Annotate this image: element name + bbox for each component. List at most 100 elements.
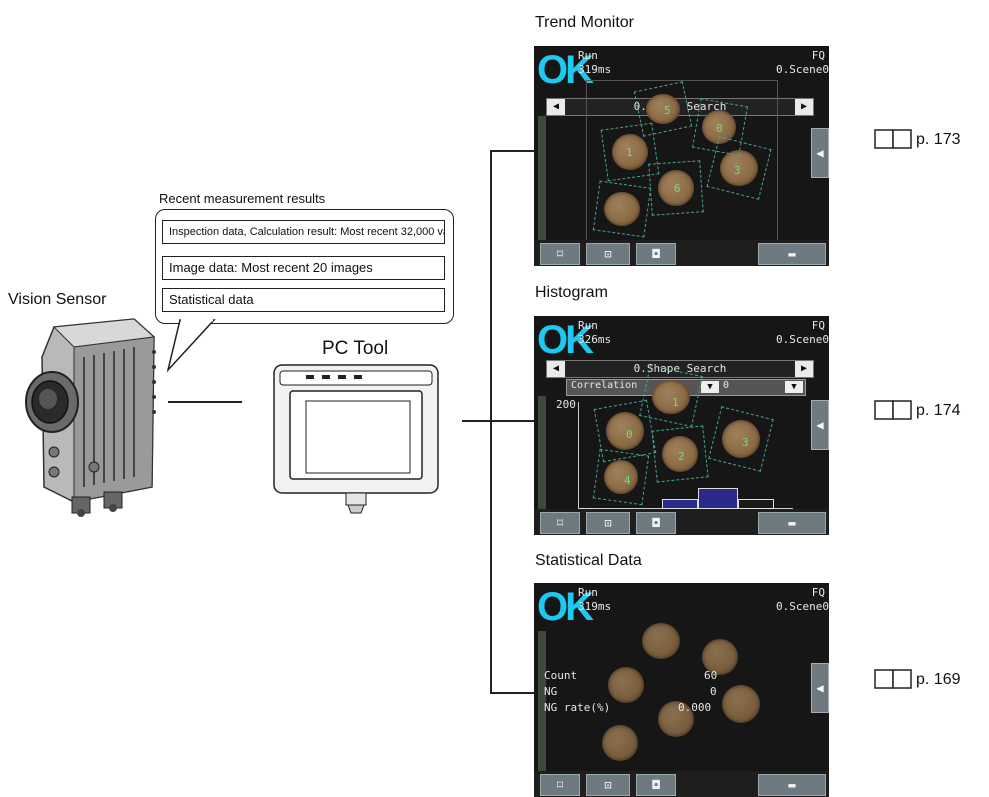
zoom-button[interactable]: ⊡ — [586, 243, 630, 265]
cookie-image — [612, 134, 648, 170]
ng-label: NG — [544, 685, 558, 698]
cookie-image — [702, 639, 738, 675]
search-box — [592, 180, 652, 238]
camera-icon[interactable]: ◘ — [636, 774, 676, 796]
ok-status: OK — [537, 48, 594, 92]
model-label: FQ — [811, 49, 825, 62]
match-index: 0 — [716, 122, 723, 135]
trend-monitor-label: Trend Monitor — [535, 14, 634, 31]
prev-item-button[interactable]: ◀ — [547, 361, 565, 377]
match-index: 5 — [664, 104, 671, 117]
bracket-arm-stats — [490, 692, 534, 694]
recent-results-title: Recent measurement results — [159, 191, 326, 206]
tools-button[interactable]: ▬ — [758, 512, 826, 534]
cookie-image — [608, 667, 644, 703]
pc-tool-icon — [273, 364, 439, 514]
process-time: 319ms — [578, 63, 612, 76]
tools-button[interactable]: ▬ — [758, 774, 826, 796]
scene-label: 0.Scene0 — [776, 600, 829, 613]
vision-sensor-icon — [25, 318, 156, 517]
screen-toolbar: ⌑ ⊡ ◘ ▬ — [534, 509, 829, 535]
dropdown-arrow-icon[interactable]: ▼ — [701, 381, 719, 393]
manual-book-icon — [874, 129, 916, 149]
ng-rate-value: 0.000 — [678, 701, 712, 714]
zoom-button[interactable]: ⊡ — [586, 512, 630, 534]
vertical-scrollbar[interactable] — [538, 631, 546, 781]
model-label: FQ — [811, 319, 825, 332]
histogram-bar — [698, 488, 738, 509]
match-index: 1 — [626, 146, 633, 159]
zoom-button[interactable]: ⊡ — [586, 774, 630, 796]
scene-label: 0.Scene0 — [776, 333, 829, 346]
manual-book-icon — [874, 400, 916, 420]
histogram-bar — [738, 499, 774, 509]
recent-result-row: Inspection data, Calculation result: Mos… — [162, 220, 445, 244]
prev-item-button[interactable]: ◀ — [547, 99, 565, 115]
cookie-image — [722, 685, 760, 723]
side-menu-button[interactable]: ◀ — [811, 663, 829, 713]
cookie-image — [652, 380, 690, 414]
match-index: 6 — [674, 182, 681, 195]
run-mode: Run — [578, 49, 598, 62]
match-index: 3 — [734, 164, 741, 177]
run-mode: Run — [578, 319, 598, 332]
count-value: 60 — [704, 669, 718, 682]
ng-value: 0 — [710, 685, 717, 698]
trend-monitor-screen: OK Run 319ms FQ 0.Scene0 ◀ 0.Shape Searc… — [534, 46, 829, 266]
camera-icon[interactable]: ◘ — [636, 512, 676, 534]
match-index: 0 — [626, 428, 633, 441]
match-index: 4 — [624, 474, 631, 487]
cookie-image — [658, 701, 694, 737]
camera-icon[interactable]: ◘ — [636, 243, 676, 265]
item-title: 0.Shape Search — [633, 362, 727, 375]
process-time: 319ms — [578, 600, 612, 613]
vertical-scrollbar[interactable] — [538, 116, 546, 246]
manual-book-icon — [874, 669, 916, 689]
histogram-screen: OK Run 326ms FQ 0.Scene0 ◀ 0.Shape Searc… — [534, 316, 829, 535]
sensor-pc-connection — [168, 401, 242, 403]
scene-label: 0.Scene0 — [776, 63, 829, 76]
cookie-image — [662, 436, 698, 472]
cookie-image — [602, 725, 638, 761]
side-menu-button[interactable]: ◀ — [811, 400, 829, 450]
screen-toolbar: ⌑ ⊡ ◘ ▬ — [534, 771, 829, 797]
next-item-button[interactable]: ▶ — [795, 99, 813, 115]
cookie-image — [646, 94, 680, 124]
cookie-image — [720, 150, 758, 186]
cookie-image — [604, 460, 638, 494]
vision-sensor-label: Vision Sensor — [8, 291, 107, 308]
screen-toolbar: ⌑ ⊡ ◘ ▬ — [534, 240, 829, 266]
dropdown-arrow-icon[interactable]: ▼ — [785, 381, 803, 393]
count-label: Count — [544, 669, 578, 682]
next-item-button[interactable]: ▶ — [795, 361, 813, 377]
recent-results-callout: Inspection data, Calculation result: Mos… — [155, 209, 454, 324]
vertical-scrollbar[interactable] — [538, 396, 546, 514]
statistical-data-label: Statistical Data — [535, 552, 642, 569]
recent-result-row: Image data: Most recent 20 images — [162, 256, 445, 280]
match-index: 3 — [742, 436, 749, 449]
tools-button[interactable]: ▬ — [758, 243, 826, 265]
recent-result-row: Statistical data — [162, 288, 445, 312]
pc-bracket-connection — [462, 420, 492, 422]
bracket-arm-histogram — [490, 420, 534, 422]
display-toggle-button[interactable]: ⌑ — [540, 243, 580, 265]
page-reference: p. 169 — [916, 671, 961, 688]
ok-status: OK — [537, 585, 594, 629]
cookie-image — [702, 110, 736, 144]
bracket-arm-trend — [490, 150, 534, 152]
match-index: 1 — [672, 396, 679, 409]
parameter-value: 0 — [723, 380, 730, 391]
search-box — [592, 448, 650, 506]
histogram-bar — [662, 499, 698, 509]
match-index: 2 — [678, 450, 685, 463]
statistical-data-screen: OK Run 319ms FQ 0.Scene0 Count 60 NG 0 N… — [534, 583, 829, 797]
display-toggle-button[interactable]: ⌑ — [540, 512, 580, 534]
cookie-image — [604, 192, 640, 226]
callout-tail — [166, 318, 216, 373]
y-axis-tick: 200 — [556, 398, 576, 411]
cookie-image — [642, 623, 680, 659]
item-navigator: ◀ 0.Shape Search ▶ — [546, 360, 814, 378]
side-menu-button[interactable]: ◀ — [811, 128, 829, 178]
display-toggle-button[interactable]: ⌑ — [540, 774, 580, 796]
cookie-image — [606, 412, 644, 450]
